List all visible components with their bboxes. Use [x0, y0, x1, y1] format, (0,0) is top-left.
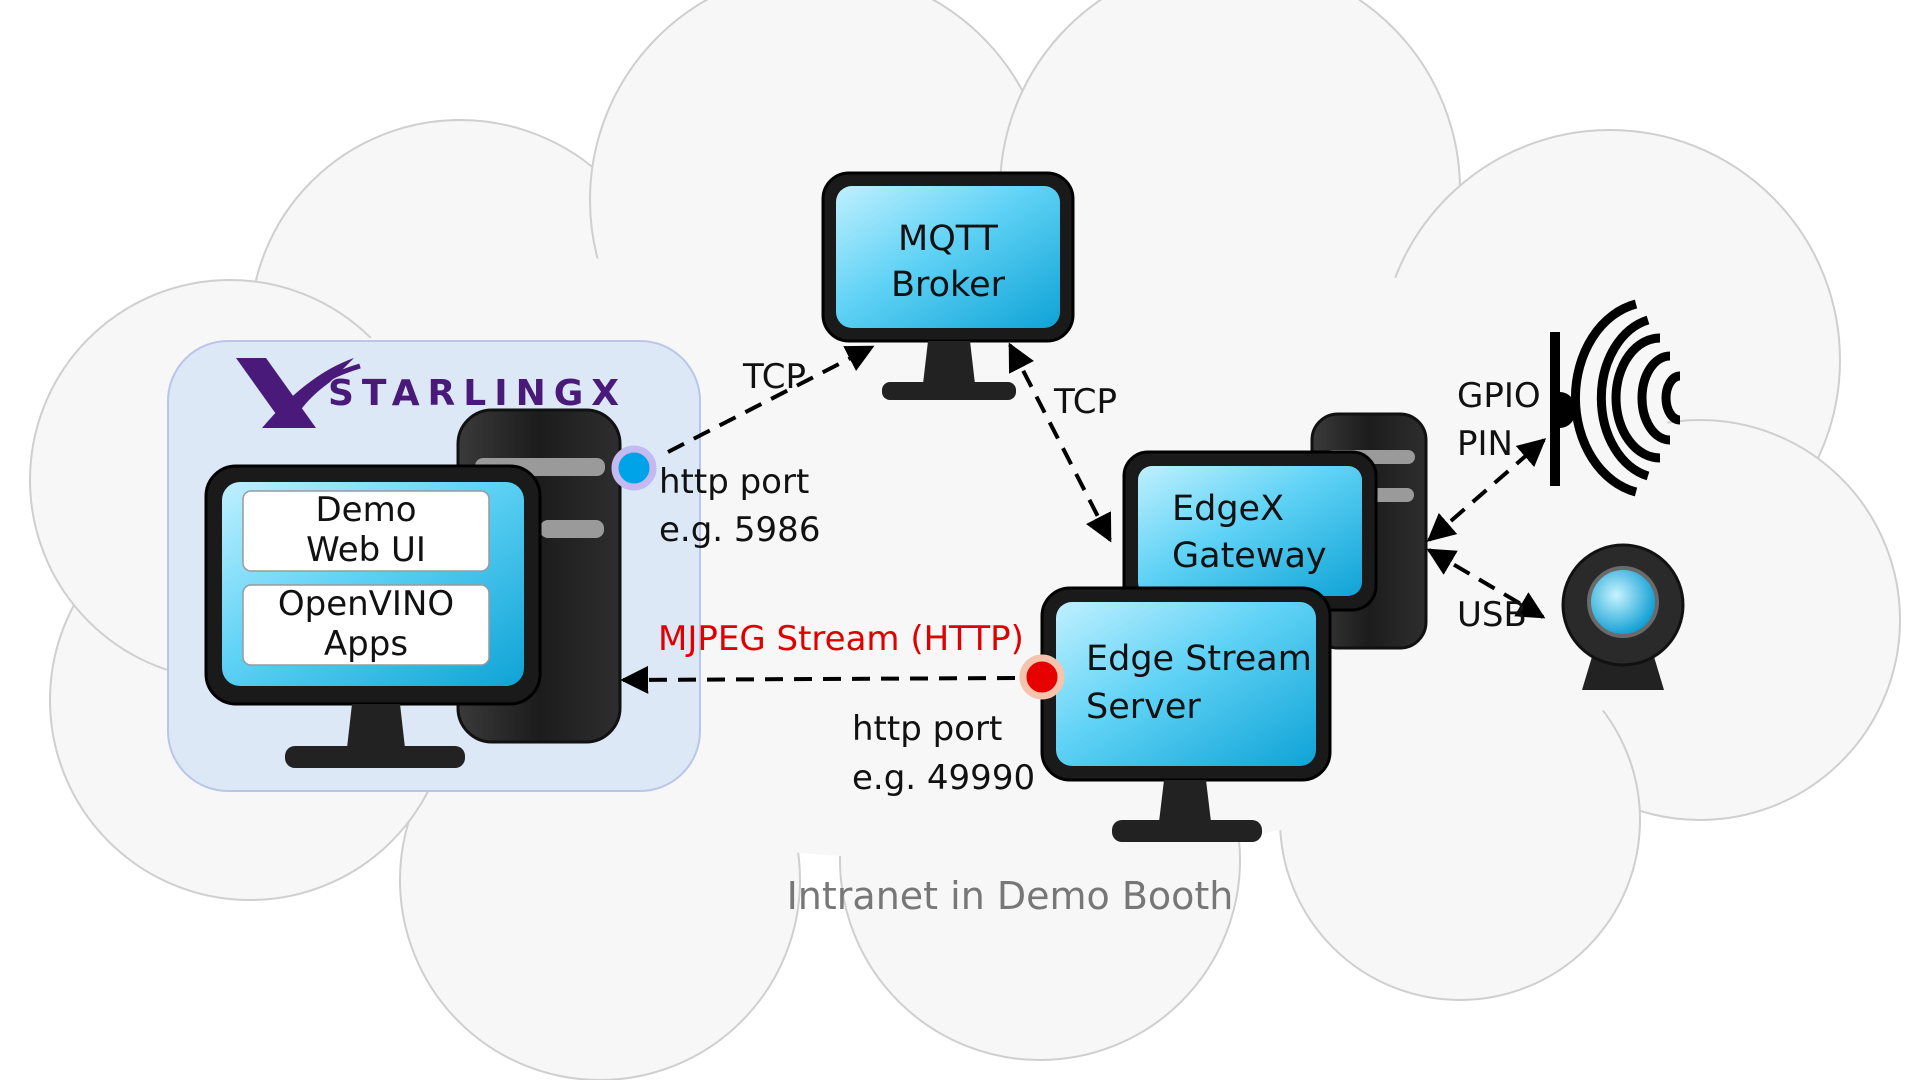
stream-port-line1: http port [852, 709, 1002, 749]
demo-web-ui-line2: Web UI [306, 530, 426, 570]
gpio-arrow [1426, 438, 1547, 542]
intranet-caption: Intranet in Demo Booth [787, 874, 1234, 918]
usb-arrow [1426, 548, 1546, 619]
webcam-icon [1561, 543, 1685, 690]
edgex-gateway: EdgeX Gateway [1122, 412, 1428, 650]
starlingx-logo: STARLINGX [236, 358, 627, 428]
demo-web-ui-line1: Demo [315, 490, 416, 530]
stream-port-line2: e.g. 49990 [852, 758, 1035, 798]
tcp-broker-edgex-arrow [1008, 342, 1112, 543]
edge-stream-line1: Edge Stream [1086, 639, 1312, 679]
openvino-apps-line2: Apps [324, 624, 408, 664]
mqtt-broker-line2: Broker [891, 265, 1006, 305]
usb-label: USB [1457, 595, 1527, 635]
tcp-broker-edgex-label: TCP [1053, 382, 1117, 422]
connections [620, 342, 1547, 694]
mqtt-broker: MQTT Broker [821, 171, 1075, 400]
tcp-host-broker-label: TCP [742, 357, 806, 397]
openvino-apps-line1: OpenVINO [278, 584, 454, 624]
edge-stream-server: Edge Stream Server [1040, 586, 1332, 842]
mqtt-broker-line1: MQTT [898, 219, 999, 259]
mjpeg-stream-arrow [620, 665, 1016, 694]
tcp-host-broker-arrow [667, 345, 875, 454]
starlingx-host: Demo Web UI OpenVINO Apps [204, 408, 622, 768]
mjpeg-stream-label: MJPEG Stream (HTTP) [658, 619, 1024, 659]
starlingx-wordmark: STARLINGX [328, 373, 627, 414]
openvino-apps-box [242, 584, 490, 666]
host-port-line1: http port [659, 462, 809, 502]
gpio-pin-icon [1550, 332, 1560, 486]
stream-port-dot [1019, 654, 1065, 700]
edgex-gateway-line2: Gateway [1172, 536, 1327, 576]
gpio-label-line2: PIN [1457, 424, 1513, 464]
gpio-label-line1: GPIO [1457, 376, 1541, 416]
host-port-dot [611, 445, 657, 491]
edgex-gateway-line1: EdgeX [1172, 489, 1284, 529]
demo-web-ui-box [242, 490, 490, 572]
wireless-signal-icon [1570, 299, 1681, 497]
host-port-line2: e.g. 5986 [659, 510, 820, 550]
edge-stream-line2: Server [1086, 687, 1201, 727]
